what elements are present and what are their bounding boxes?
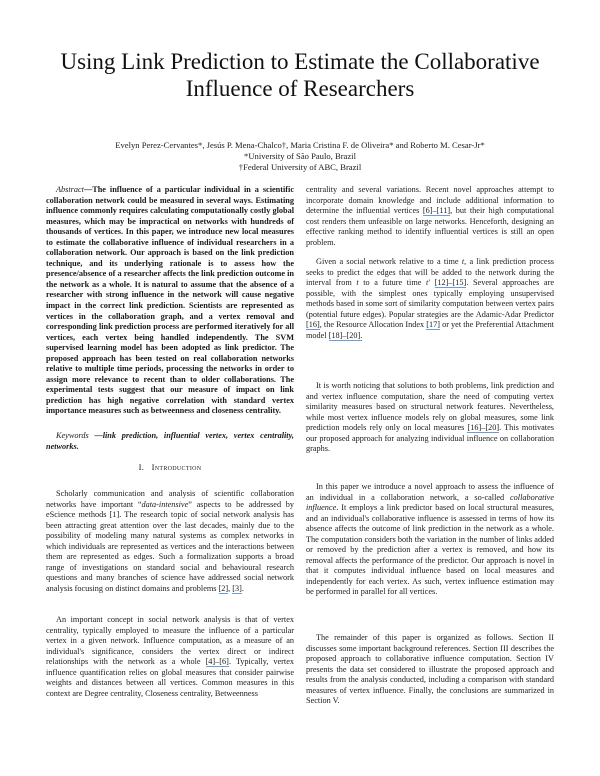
abstract: Abstract—The influence of a particular i… — [46, 185, 294, 417]
emphasis-text: t — [356, 278, 359, 288]
emphasis-text: t′ — [426, 278, 431, 288]
citation-link[interactable]: [3] — [232, 583, 242, 594]
section-title: Introduction — [151, 462, 202, 472]
emphasis-text: t — [461, 257, 465, 266]
text-run: . Several approaches are possible, with … — [306, 278, 555, 319]
text-run: centrality and several variations. Recen… — [306, 185, 554, 216]
text-run: Scholarly communication and analysis of … — [46, 489, 294, 509]
text-run: , a link prediction process seeks to pre… — [306, 257, 554, 288]
left-column: Abstract—The influence of a particular i… — [46, 0, 294, 776]
abstract-text: —The influence of a particular individua… — [46, 185, 294, 416]
keywords: Keywords —link prediction, influential v… — [46, 431, 294, 452]
text-run: to a future time — [358, 278, 426, 288]
text-run: . It employs a link predictor based on l… — [306, 503, 554, 597]
text-run: , — [228, 583, 233, 593]
affiliation-1: *University of São Paulo, Brazil — [244, 151, 356, 161]
paper-title: Using Link Prediction to Estimate the Co… — [60, 49, 540, 101]
text-run: , the Resource Allocation Index — [319, 320, 427, 330]
body-paragraph: centrality and several variations. Recen… — [306, 185, 554, 248]
emphasis-text: collaborative influence — [306, 492, 554, 513]
body-paragraph: The remainder of this paper is organized… — [306, 633, 554, 707]
right-column: centrality and several variations. Recen… — [306, 0, 554, 776]
citation-link[interactable]: [6]–[11] — [422, 206, 451, 217]
text-run: An important concept in social network a… — [46, 615, 294, 667]
citation-link[interactable]: [12]–[15] — [434, 278, 467, 289]
emphasis-text: data-intensive — [141, 499, 189, 509]
text-run: , but their high computational cost rend… — [306, 206, 554, 247]
body-paragraph: Given a social network relative to a tim… — [306, 257, 554, 341]
citation-link[interactable]: [2] — [218, 583, 229, 594]
abstract-label: Abstract — [56, 185, 84, 194]
text-run: . This motivates our proposed approach f… — [306, 423, 554, 454]
text-run: . — [241, 583, 244, 593]
section-number: I. — [138, 462, 145, 472]
text-run: The remainder of this paper is organized… — [306, 633, 554, 706]
section-heading: I. Introduction — [46, 462, 294, 472]
citation-link[interactable]: [16]–[20] — [467, 423, 500, 434]
text-run: . Typically, vertex influence quantifica… — [46, 657, 295, 698]
text-run: or yet the Preferential Attachment model — [306, 320, 554, 340]
keywords-label: Keywords — [56, 431, 89, 440]
body-paragraph: It is worth noticing that solutions to b… — [306, 381, 554, 455]
author-names: Evelyn Perez-Cervantes*, Jesús P. Mena-C… — [115, 140, 485, 150]
affiliation-2: †Federal University of ABC, Brazil — [238, 162, 362, 172]
body-paragraph: Scholarly communication and analysis of … — [46, 489, 294, 594]
text-run: ” aspects to be addressed by eScience me… — [46, 499, 294, 593]
citation-link[interactable]: [17] — [426, 320, 440, 331]
citation-link[interactable]: [16] — [306, 320, 320, 331]
citation-link[interactable]: [4]–[6] — [205, 657, 229, 668]
author-block: Evelyn Perez-Cervantes*, Jesús P. Mena-C… — [30, 140, 570, 173]
text-run: It is worth noticing that solutions to b… — [306, 381, 554, 433]
body-paragraph: An important concept in social network a… — [46, 615, 294, 699]
keywords-text: —link prediction, influential vertex, ve… — [46, 431, 294, 451]
text-run: In this paper we introduce a novel appro… — [306, 482, 554, 502]
text-run — [430, 278, 435, 287]
body-paragraph: In this paper we introduce a novel appro… — [306, 482, 554, 598]
text-run: Given a social network relative to a tim… — [316, 257, 462, 266]
citation-link[interactable]: [18]–[20]. — [328, 330, 363, 341]
